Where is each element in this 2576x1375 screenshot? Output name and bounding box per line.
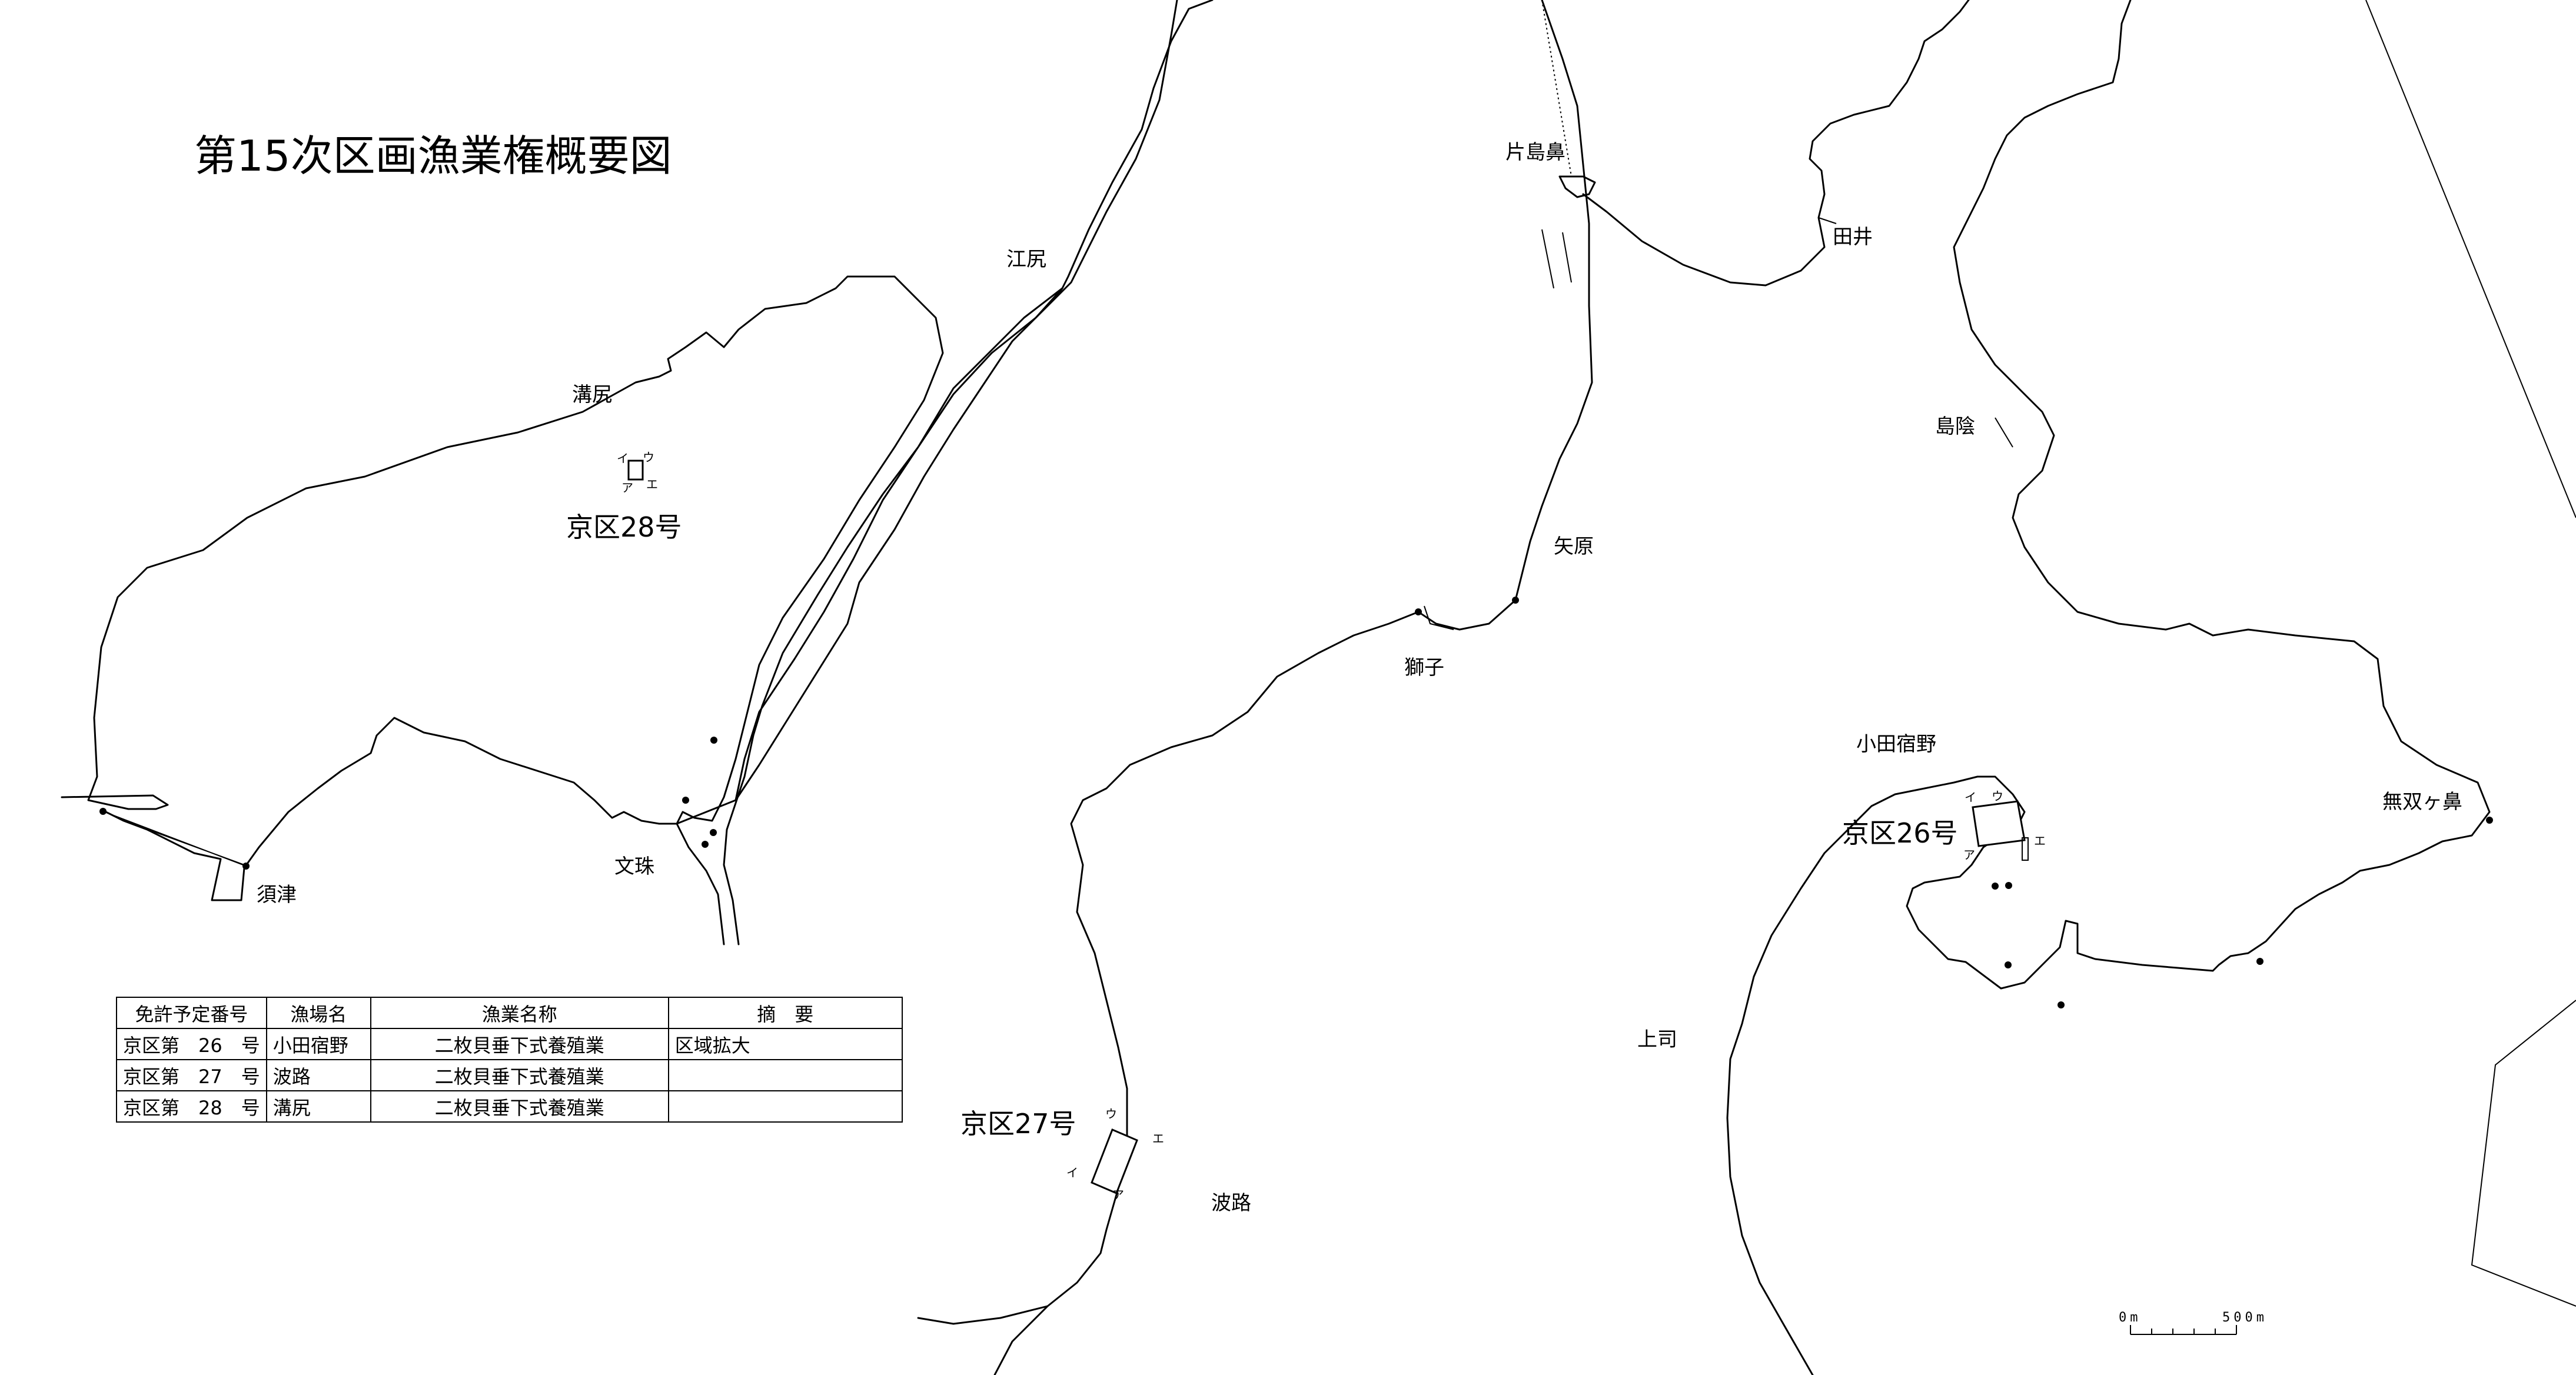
survey-point: [702, 841, 709, 848]
survey-point: [2005, 882, 2012, 889]
zone-28-vertex-i: イ: [617, 451, 629, 465]
shimakage-pier: [1818, 217, 2013, 448]
coastline-sandbar: [676, 287, 1063, 945]
place-shimakage: 島陰: [1935, 415, 1975, 438]
legend-cell-fishery: 二枚貝垂下式養殖業: [370, 1090, 669, 1123]
survey-point: [2058, 1001, 2065, 1008]
legend-cell-number: 京区第 26 号: [116, 1028, 267, 1060]
legend-header-number: 免許予定番号: [116, 997, 267, 1029]
zone-28-vertex-e: エ: [646, 477, 658, 491]
legend-cell-note: 区域拡大: [667, 1028, 903, 1060]
outer-boundary-line: [2365, 0, 2576, 1307]
place-musogahana: 無双ヶ鼻: [2382, 790, 2462, 814]
place-yahara: 矢原: [1554, 535, 1594, 558]
legend-cell-fishery: 二枚貝垂下式養殖業: [370, 1059, 669, 1091]
legend-table: 免許予定番号 漁場名 漁業名称 摘 要 京区第 26 号 小田宿野 二枚貝垂下式…: [116, 997, 903, 1123]
legend-row: 京区第 28 号 溝尻 二枚貝垂下式養殖業: [116, 1090, 903, 1123]
survey-point: [1992, 883, 1999, 890]
place-suzu: 須津: [257, 883, 297, 907]
pier: [1424, 229, 1572, 630]
survey-point: [710, 829, 717, 836]
zone-27-vertex-e: エ: [1152, 1131, 1164, 1146]
survey-point: [1415, 608, 1422, 615]
zone-27-vertex-i: イ: [1066, 1166, 1078, 1180]
zone-26-area: [1972, 800, 2026, 847]
legend-row: 京区第 26 号 小田宿野 二枚貝垂下式養殖業 区域拡大: [116, 1028, 903, 1060]
boundary-dotted: [1541, 0, 1572, 177]
legend-header-fishery: 漁業名称: [370, 997, 669, 1029]
zone-27-vertex-a: ア: [1112, 1188, 1124, 1202]
zone-26-vertex-a: ア: [1963, 848, 1975, 862]
place-tai: 田井: [1833, 225, 1873, 249]
scale-start-label: 0m: [2119, 1310, 2142, 1325]
zone-28-vertex-a: ア: [621, 481, 633, 495]
place-emishiri: 江尻: [1006, 248, 1046, 271]
zone-27-label: 京区27号: [960, 1108, 1076, 1140]
zone-28-vertex-u: ウ: [643, 450, 654, 464]
place-shishiko: 獅子: [1404, 656, 1444, 680]
legend-cell-ground: 溝尻: [265, 1090, 371, 1123]
legend-header-row: 免許予定番号 漁場名 漁業名称 摘 要: [116, 997, 903, 1029]
legend-row: 京区第 27 号 波路 二枚貝垂下式養殖業: [116, 1059, 903, 1091]
zone-28-area: [627, 460, 644, 481]
survey-point: [1512, 597, 1519, 604]
place-kamitsukasa: 上司: [1637, 1028, 1677, 1051]
survey-point: [242, 863, 250, 870]
coastline-west-bay: [61, 275, 944, 901]
survey-point: [99, 808, 107, 815]
zone-26-label: 京区26号: [1842, 817, 1958, 849]
zone-26-vertex-i: イ: [1965, 790, 1976, 804]
legend-cell-number: 京区第 28 号: [116, 1090, 267, 1123]
zone-26-vertex-u: ウ: [1992, 789, 2003, 803]
survey-point: [2486, 817, 2493, 824]
survey-point: [2256, 958, 2263, 965]
zone-26-vertex-e: エ: [2034, 834, 2046, 848]
map-title: 第15次区画漁業権概要図: [194, 131, 672, 181]
place-monju: 文珠: [614, 855, 654, 878]
legend-header-ground: 漁場名: [265, 997, 371, 1029]
coastline-central: [734, 0, 1593, 1375]
suzu-breakwater: [102, 811, 247, 867]
place-odashukuno: 小田宿野: [1856, 733, 1936, 756]
zone-28-label: 京区28号: [566, 511, 682, 543]
coastline-tai: [1582, 0, 1970, 287]
scale-end-label: 500m: [2222, 1310, 2268, 1325]
scale-bar: 0m 500m: [2119, 1310, 2268, 1335]
zone-27-vertex-u: ウ: [1105, 1107, 1117, 1121]
survey-point: [710, 737, 717, 744]
legend-cell-note: [667, 1090, 903, 1123]
legend-cell-number: 京区第 27 号: [116, 1059, 267, 1091]
survey-point: [2005, 961, 2012, 968]
katashimahana-point: [1558, 175, 1596, 198]
survey-point: [682, 797, 689, 804]
zone-26-pier: [2022, 837, 2029, 861]
legend-cell-ground: 波路: [265, 1059, 371, 1091]
place-haji: 波路: [1211, 1191, 1251, 1215]
coastline-shimakage: [1726, 0, 2491, 1375]
legend-cell-note: [667, 1059, 903, 1091]
legend-header-note: 摘 要: [667, 997, 903, 1029]
zone-27-area: [1091, 1128, 1138, 1194]
legend-cell-ground: 小田宿野: [265, 1028, 371, 1060]
place-mizoshiri: 溝尻: [572, 383, 612, 407]
legend-cell-fishery: 二枚貝垂下式養殖業: [370, 1028, 669, 1060]
place-katashimahana: 片島鼻: [1505, 141, 1565, 164]
survey-points: [99, 597, 2493, 1008]
